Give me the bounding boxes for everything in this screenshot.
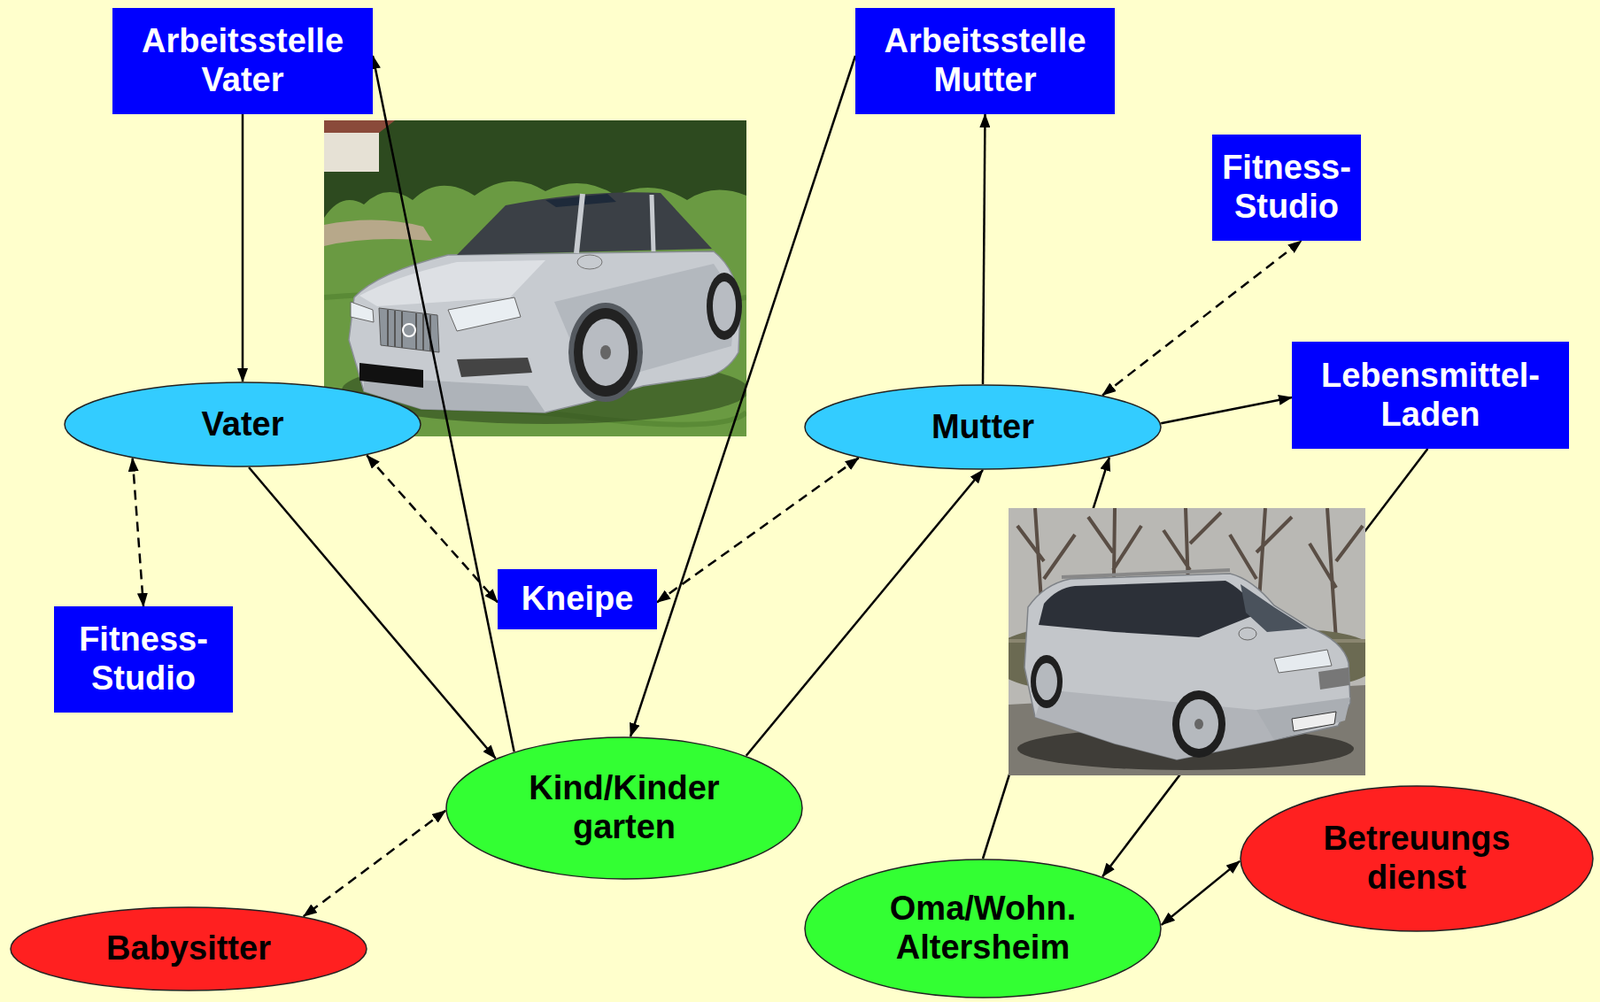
photo-detail xyxy=(387,309,431,352)
dependent-ellipse: Kind/Kinder garten xyxy=(445,736,804,881)
photo-detail xyxy=(324,219,433,247)
photo-detail xyxy=(1318,667,1350,690)
node-label: Vater xyxy=(201,405,285,445)
node-label: Fitness- Studio xyxy=(1219,148,1354,226)
node-label: Arbeitsstelle Vater xyxy=(119,22,366,100)
photo-detail xyxy=(1008,508,1366,776)
dashed-arrow xyxy=(303,811,446,917)
photo-detail xyxy=(573,308,638,397)
photo-detail xyxy=(1291,711,1337,732)
dashed-arrow xyxy=(132,458,144,607)
trip-arrow xyxy=(1160,397,1292,424)
node-label: Mutter xyxy=(931,408,1035,448)
place-box: Fitness- Studio xyxy=(54,606,233,713)
van-photo xyxy=(1008,508,1366,776)
node-body: Vater xyxy=(63,381,422,468)
photo-detail xyxy=(1240,584,1308,633)
photo-detail xyxy=(1256,697,1351,741)
dashed-arrow xyxy=(366,455,498,603)
node-label: Fitness- Studio xyxy=(61,620,226,698)
photo-detail xyxy=(1172,690,1226,758)
trip-arrow xyxy=(746,470,983,757)
node-label: Lebensmittel- Laden xyxy=(1298,356,1562,434)
ellipse-shape xyxy=(804,859,1161,998)
place-box: Kneipe xyxy=(497,569,658,630)
dependent-ellipse: Oma/Wohn. Altersheim xyxy=(803,858,1162,999)
ellipse-shape xyxy=(804,385,1161,470)
node-body: Betreuungs dienst xyxy=(1239,785,1594,933)
photo-detail xyxy=(1030,655,1063,709)
photo-detail xyxy=(1035,663,1058,701)
ellipse-shape xyxy=(64,382,421,467)
car-photo xyxy=(324,120,747,437)
node-label: Betreuungs dienst xyxy=(1306,819,1528,897)
node-body: Arbeitsstelle Vater xyxy=(112,7,373,115)
photo-detail xyxy=(1238,627,1257,641)
node-body: Kneipe xyxy=(497,569,658,630)
photo-detail xyxy=(359,260,546,307)
photo-detail xyxy=(568,302,643,402)
photo-detail xyxy=(378,308,440,353)
photo-detail xyxy=(1179,699,1219,750)
photo-detail xyxy=(402,324,416,337)
trip-arrow xyxy=(630,55,856,737)
node-body: Kind/Kinder garten xyxy=(445,736,804,881)
node-body: Arbeitsstelle Mutter xyxy=(855,7,1115,115)
photo-detail xyxy=(582,318,629,387)
place-box: Arbeitsstelle Mutter xyxy=(855,7,1115,115)
trip-arrow xyxy=(241,114,245,382)
photo-detail xyxy=(456,192,712,256)
photo-detail xyxy=(600,345,611,360)
photo-detail xyxy=(359,363,424,388)
node-body: Fitness- Studio xyxy=(54,606,233,713)
photo-detail xyxy=(712,281,736,332)
photo-detail xyxy=(350,301,374,323)
ellipse-shape xyxy=(1240,786,1593,932)
photo-detail xyxy=(706,272,743,341)
service-ellipse: Babysitter xyxy=(9,906,368,992)
person-ellipse: Mutter xyxy=(803,384,1162,471)
photo-detail xyxy=(1274,649,1332,673)
photo-detail xyxy=(1061,570,1230,578)
photo-detail xyxy=(576,193,583,254)
photo-detail xyxy=(1038,580,1261,638)
place-box: Lebensmittel- Laden xyxy=(1291,341,1570,449)
node-label: Kneipe xyxy=(521,579,634,619)
photo-detail xyxy=(1024,573,1351,760)
node-label: Oma/Wohn. Altersheim xyxy=(872,889,1094,967)
photo-detail xyxy=(456,357,533,378)
photo-detail xyxy=(1035,689,1275,760)
node-body: Babysitter xyxy=(9,906,368,992)
place-box: Fitness- Studio xyxy=(1212,134,1361,241)
trip-arrow xyxy=(982,114,986,385)
ellipse-shape xyxy=(10,907,367,991)
node-body: Fitness- Studio xyxy=(1212,134,1361,241)
photo-detail xyxy=(448,297,521,332)
node-label: Arbeitsstelle Mutter xyxy=(862,22,1108,100)
ellipse-shape xyxy=(446,737,803,880)
node-label: Kind/Kinder garten xyxy=(513,769,735,847)
photo-detail xyxy=(348,251,741,413)
person-ellipse: Vater xyxy=(63,381,422,468)
photo-detail xyxy=(324,120,395,133)
photo-detail xyxy=(651,194,654,252)
node-body: Oma/Wohn. Altersheim xyxy=(803,858,1162,999)
dashed-arrow xyxy=(657,457,859,603)
photo-detail xyxy=(577,255,603,270)
node-body: Mutter xyxy=(803,384,1162,471)
photo-detail xyxy=(1194,718,1204,730)
node-label: Babysitter xyxy=(106,929,271,969)
trip-arrow xyxy=(1161,861,1240,926)
service-ellipse: Betreuungs dienst xyxy=(1239,785,1594,933)
node-body: Lebensmittel- Laden xyxy=(1291,341,1570,449)
place-box: Arbeitsstelle Vater xyxy=(112,7,373,115)
trip-arrow xyxy=(248,467,496,759)
dashed-arrow xyxy=(1102,240,1302,395)
